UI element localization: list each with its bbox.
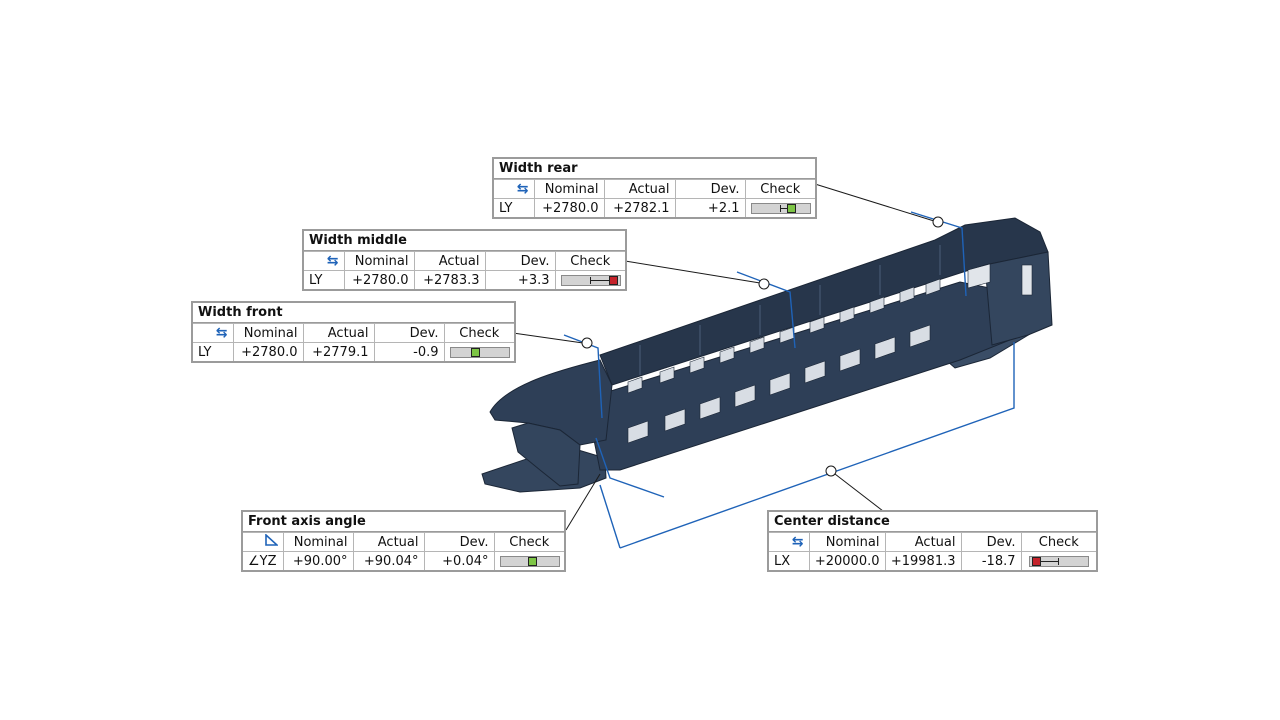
dev-value: -0.9: [373, 342, 445, 361]
double-arrow-icon: ⇆: [494, 179, 535, 199]
measurement-box-center-distance[interactable]: Center distance ⇆ Nominal Actual Dev. Ch…: [767, 510, 1098, 572]
nominal-header: Nominal: [808, 532, 886, 552]
check-status-marker: [1031, 556, 1041, 566]
train-roof-ribs: [639, 245, 941, 375]
measurement-title: Center distance: [769, 512, 1096, 532]
dev-header: Dev.: [674, 179, 746, 199]
actual-header: Actual: [352, 532, 425, 552]
check-header: Check: [493, 532, 564, 552]
train-upper-windows: [627, 278, 941, 394]
check-status-marker: [786, 203, 796, 213]
nominal-value: +2780.0: [533, 198, 605, 217]
actual-header: Actual: [413, 251, 486, 271]
measurement-title: Front axis angle: [243, 512, 564, 532]
measurement-box-width-middle[interactable]: Width middle ⇆ Nominal Actual Dev. Check…: [302, 229, 627, 291]
check-header: Check: [443, 323, 514, 343]
axis-label: LX: [769, 551, 810, 570]
train-lower-windows: [627, 324, 931, 444]
dev-header: Dev.: [423, 532, 495, 552]
nominal-value: +20000.0: [808, 551, 886, 570]
nominal-header: Nominal: [533, 179, 605, 199]
check-indicator-bar: [1028, 555, 1089, 567]
check-indicator-bar: [560, 274, 621, 286]
dev-value: +2.1: [674, 198, 746, 217]
actual-value: +90.04°: [352, 551, 425, 570]
nominal-header: Nominal: [282, 532, 354, 552]
axis-label: LY: [304, 270, 345, 289]
axis-label: ∠YZ: [243, 551, 284, 570]
check-indicator-bar: [449, 346, 510, 358]
actual-value: +2783.3: [413, 270, 486, 289]
check-indicator-bar: [750, 202, 811, 214]
measurement-box-width-rear[interactable]: Width rear ⇆ Nominal Actual Dev. Check L…: [492, 157, 817, 219]
dev-header: Dev.: [373, 323, 445, 343]
dev-value: +0.04°: [423, 551, 495, 570]
angle-icon: [243, 532, 284, 552]
check-header: Check: [744, 179, 815, 199]
dev-header: Dev.: [484, 251, 556, 271]
leader-anchor-circles: [581, 216, 944, 477]
double-arrow-icon: ⇆: [304, 251, 345, 271]
nominal-header: Nominal: [232, 323, 304, 343]
actual-header: Actual: [302, 323, 375, 343]
actual-value: +2782.1: [603, 198, 676, 217]
actual-value: +2779.1: [302, 342, 375, 361]
check-header: Check: [554, 251, 625, 271]
nominal-value: +2780.0: [232, 342, 304, 361]
measurement-box-front-axis-angle[interactable]: Front axis angle Nominal Actual Dev. Che…: [241, 510, 566, 572]
dimension-lines: [563, 211, 1015, 549]
check-indicator-bar: [499, 555, 560, 567]
train-rear-end: [984, 251, 1053, 346]
measurement-box-width-front[interactable]: Width front ⇆ Nominal Actual Dev. Check …: [191, 301, 516, 363]
train-roof: [599, 217, 1049, 386]
double-arrow-icon: ⇆: [769, 532, 810, 552]
check-status-marker: [470, 347, 480, 357]
double-arrow-icon: ⇆: [193, 323, 234, 343]
dev-value: +3.3: [484, 270, 556, 289]
axis-label: LY: [193, 342, 234, 361]
actual-header: Actual: [603, 179, 676, 199]
measurement-title: Width front: [193, 303, 514, 323]
nominal-header: Nominal: [343, 251, 415, 271]
measurement-title: Width rear: [494, 159, 815, 179]
dev-header: Dev.: [960, 532, 1022, 552]
measurement-title: Width middle: [304, 231, 625, 251]
check-status-marker: [527, 556, 537, 566]
dev-value: -18.7: [960, 551, 1022, 570]
train-front-side: [511, 422, 581, 487]
nominal-value: +90.00°: [282, 551, 354, 570]
axis-label: LY: [494, 198, 535, 217]
check-status-marker: [608, 275, 618, 285]
actual-header: Actual: [884, 532, 962, 552]
check-header: Check: [1020, 532, 1096, 552]
leader-lines: [512, 183, 935, 531]
train-rear-openings: [967, 263, 1033, 296]
nominal-value: +2780.0: [343, 270, 415, 289]
actual-value: +19981.3: [884, 551, 962, 570]
